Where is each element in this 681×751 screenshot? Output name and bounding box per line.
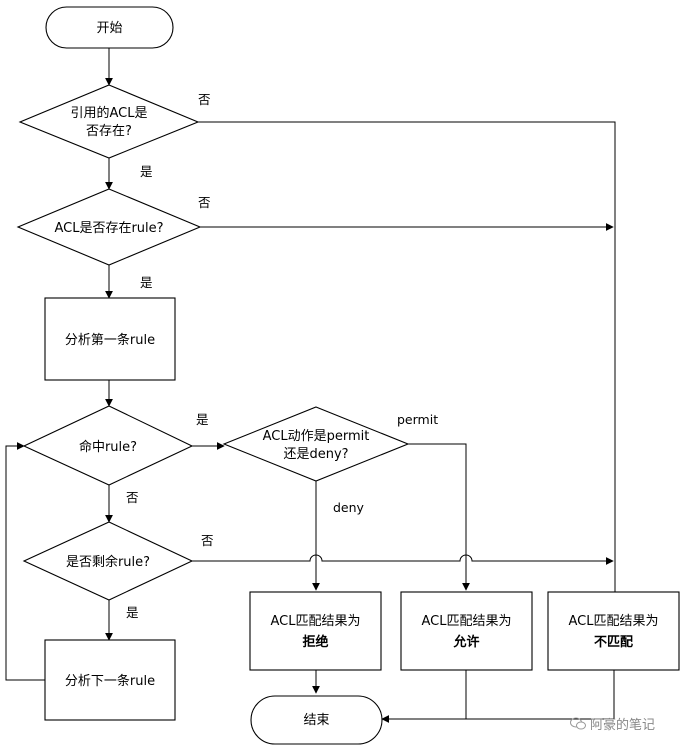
decision-remaining-rule: 是否剩余rule? — [22, 521, 194, 601]
label-yes-hit: 是 — [196, 412, 209, 427]
result-deny: ACL匹配结果为 拒绝 — [249, 591, 382, 671]
decision-remaining-label: 是否剩余rule? — [66, 554, 150, 570]
label-yes-acl: 是 — [140, 164, 153, 179]
result-nomatch-line1: ACL匹配结果为 — [569, 614, 659, 629]
decision-action: ACL动作是permit 还是deny? — [222, 406, 410, 482]
step-analyze-next-label: 分析下一条rule — [65, 673, 155, 689]
node-start: 开始 — [45, 6, 174, 49]
decision-rule-exists-label: ACL是否存在rule? — [54, 221, 163, 236]
result-nomatch-line2: 不匹配 — [594, 635, 633, 650]
decision-action-line1: ACL动作是permit — [263, 429, 370, 444]
result-permit-line2: 允许 — [452, 634, 479, 650]
wechat-icon — [570, 717, 586, 730]
decision-acl-exists-line2: 否存在? — [86, 124, 132, 139]
decision-acl-exists: 引用的ACL是 否存在? — [18, 84, 200, 159]
decision-rule-exists: ACL是否存在rule? — [16, 188, 202, 266]
result-deny-line1: ACL匹配结果为 — [271, 614, 361, 629]
result-deny-line2: 拒绝 — [302, 634, 328, 650]
result-permit: ACL匹配结果为 允许 — [400, 591, 533, 671]
decision-hit-label: 命中rule? — [79, 439, 137, 455]
label-yes-rule: 是 — [140, 275, 153, 290]
start-label: 开始 — [96, 21, 122, 36]
result-no-match: ACL匹配结果为 不匹配 — [547, 591, 680, 671]
label-permit: permit — [397, 412, 438, 427]
label-no-remaining: 否 — [201, 533, 214, 548]
label-no-rule: 否 — [198, 195, 211, 210]
end-label: 结束 — [303, 713, 329, 728]
decision-action-line2: 还是deny? — [283, 447, 348, 462]
label-no-hit: 否 — [126, 490, 139, 505]
result-permit-line1: ACL匹配结果为 — [422, 614, 512, 629]
decision-acl-exists-line1: 引用的ACL是 — [71, 105, 148, 121]
decision-hit-rule: 命中rule? — [22, 405, 194, 486]
branch-labels: 否 是 否 是 是 permit 否 deny 否 是 — [126, 92, 438, 620]
connector-lines — [5, 48, 616, 723]
label-no-acl: 否 — [198, 92, 211, 107]
step-analyze-next-rule: 分析下一条rule — [44, 639, 176, 721]
watermark-text: 阿豪的笔记 — [590, 718, 656, 733]
label-yes-remaining: 是 — [126, 605, 139, 620]
node-end: 结束 — [250, 695, 383, 745]
step-analyze-first-label: 分析第一条rule — [65, 332, 155, 348]
step-analyze-first-rule: 分析第一条rule — [44, 297, 176, 381]
watermark: 阿豪的笔记 — [570, 714, 655, 733]
label-deny: deny — [333, 500, 365, 515]
